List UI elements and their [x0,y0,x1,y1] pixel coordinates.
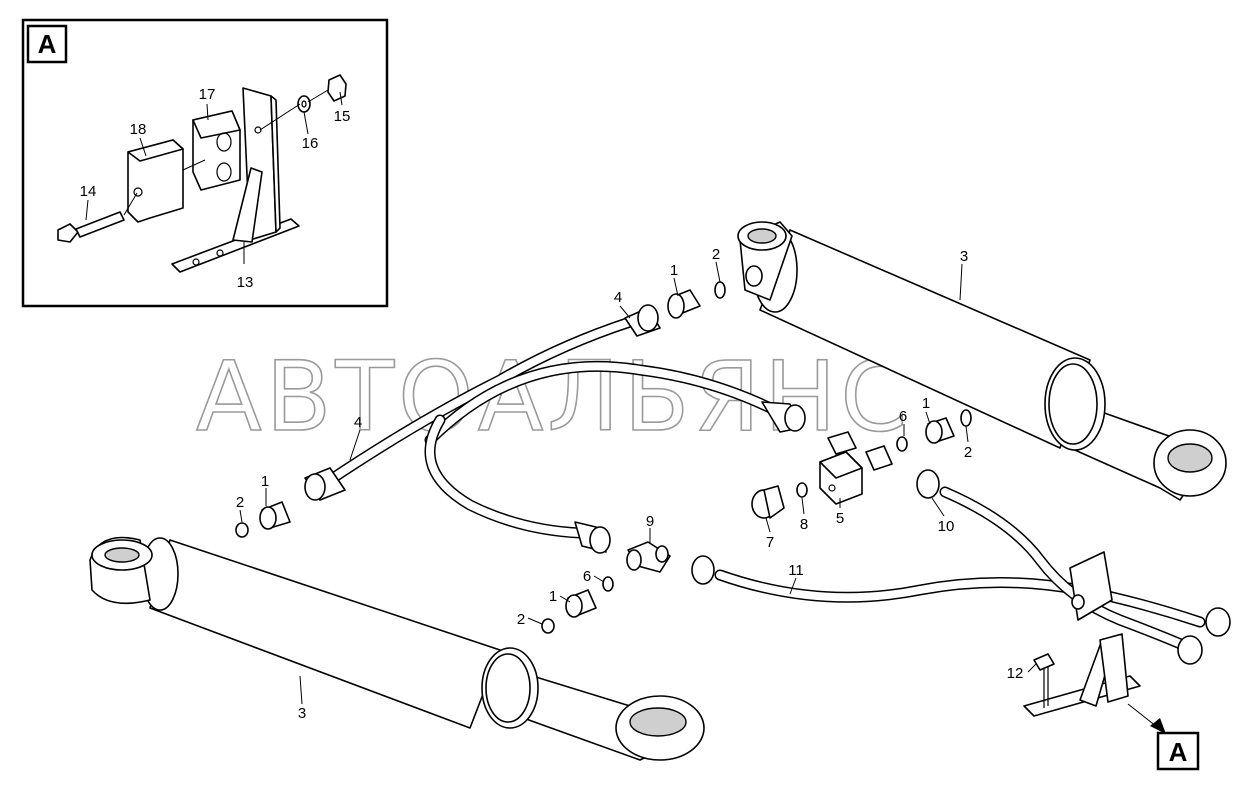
detail-view-label: A [38,29,57,59]
callout-1-left: 1 [261,473,269,490]
o-ring-part-2-upper [714,281,726,299]
detail-view-a: A [21,18,389,308]
hose-part-4-upper [424,360,796,446]
valve-block-part-5 [819,431,893,505]
adapter-part-1-lower [565,589,597,618]
callout-6-lower: 6 [583,568,591,585]
bolt-part-12 [1033,653,1055,708]
callout-15: 15 [334,108,351,125]
hose-part-11 [714,569,1206,628]
callout-2-lower: 2 [517,611,525,628]
o-ring-part-2-left [235,522,249,538]
callout-3-lower: 3 [298,705,306,722]
callout-4-upper: 4 [614,289,622,306]
callout-3-upper: 3 [960,248,968,265]
callout-1-lower: 1 [549,588,557,605]
o-ring-part-2-right [960,409,972,427]
hose-part-4 [324,316,636,486]
o-ring-part-6-lower [602,576,614,592]
hydraulic-cylinder-upper [737,221,1227,501]
callout-8: 8 [800,516,808,533]
bracket-part-13 [171,87,300,273]
callout-1-right: 1 [922,395,930,412]
hose-loop [424,414,586,539]
leader-lines [85,91,1037,705]
tee-fitting-part-9 [626,541,671,573]
callout-13: 13 [237,274,254,291]
callout-9: 9 [646,513,654,530]
callout-1-upper: 1 [670,262,678,279]
clamp-part-18 [127,139,184,223]
callout-5: 5 [836,510,844,527]
bracket-assembly [1023,551,1141,717]
adapter-part-1-upper [667,289,701,319]
plug-part-7 [751,485,785,519]
callout-14: 14 [80,183,97,200]
callout-10: 10 [938,518,955,535]
callout-6-right: 6 [899,408,907,425]
detail-ref-a: A [1156,731,1200,771]
nut-part-15 [327,74,347,102]
o-ring-part-6-right [896,436,908,452]
callout-4-left: 4 [354,414,362,431]
adapter-part-1-right [925,417,955,444]
callout-2-upper: 2 [712,246,720,263]
callout-16: 16 [302,135,319,152]
hydraulic-cylinder-lower [89,536,705,761]
adapter-part-1-left [259,501,291,530]
o-ring-part-2-lower [541,618,555,634]
callouts: 13 14 15 16 17 18 1 2 3 4 4 1 2 1 2 6 3 … [80,86,1024,722]
callout-2-left: 2 [236,494,244,511]
bolt-part-14 [57,211,125,243]
callout-7: 7 [766,534,774,551]
watermark: АВТОАЛЬЯНС [196,341,911,453]
detail-ref-label: A [1169,737,1188,767]
callout-12: 12 [1007,665,1024,682]
callout-11: 11 [788,562,804,579]
callout-18: 18 [130,121,147,138]
washer-part-8 [796,482,808,498]
callout-2-right: 2 [964,444,972,461]
hose-part-10 [939,486,1196,654]
callout-17: 17 [199,86,216,103]
hose-fittings [304,304,1231,665]
clamp-part-17 [192,110,241,191]
